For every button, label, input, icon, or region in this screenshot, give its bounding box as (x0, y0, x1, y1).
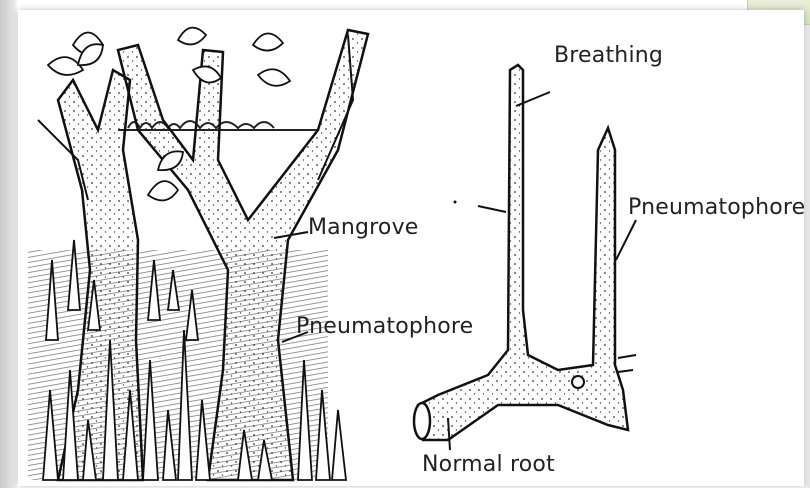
diagram-sheet: Breathing Pneumatophore Mangrove Pneumat… (18, 10, 804, 486)
diagram-drawing (18, 10, 804, 486)
label-mangrove: Mangrove (308, 215, 419, 240)
root-detail (414, 65, 636, 450)
label-normal-root: Normal root (422, 452, 555, 477)
label-breathing: Breathing (554, 43, 663, 68)
label-pneumatophore-root: Pneumatophore (628, 195, 805, 220)
label-pneumatophore-tree: Pneumatophore (296, 314, 473, 339)
mangrove-scene (28, 28, 368, 480)
